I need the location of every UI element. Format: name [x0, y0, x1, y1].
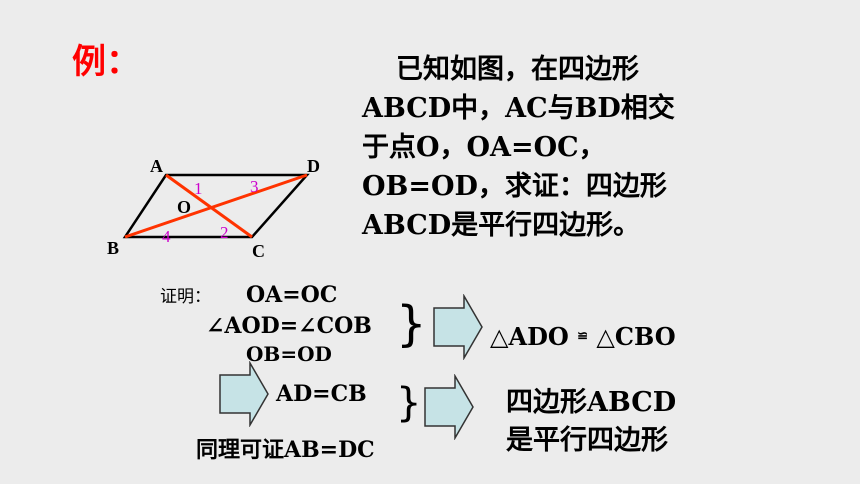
proof-label: 证明： — [160, 287, 211, 307]
problem-line: 已知如图，在四边形 — [396, 54, 639, 85]
angle-3: 3 — [250, 177, 259, 196]
congruent-symbol: ≌ — [577, 329, 589, 344]
right-brace: } — [396, 296, 427, 352]
vertex-a: A — [150, 156, 163, 176]
result-left: △ADO — [490, 322, 569, 351]
conclusion-line-1: 四边形ABCD — [506, 387, 677, 418]
right-arrow-icon — [433, 294, 483, 360]
example-label: 例： — [72, 42, 140, 82]
condition-oa-oc: OA=OC — [246, 282, 338, 308]
problem-statement: 已知如图，在四边形 ABCD中，AC与BD相交 于点O，OA=OC， OB=OD… — [362, 50, 732, 245]
condition-ab-dc: 同理可证AB=DC — [196, 437, 375, 463]
result-right: △CBO — [596, 322, 676, 351]
vertex-o: O — [177, 197, 191, 217]
condition-ob-od: OB=OD — [246, 342, 332, 366]
vertex-b: B — [107, 238, 119, 258]
condition-angle-aod-cob: ∠AOD=∠COB — [206, 313, 372, 339]
vertex-d: D — [307, 156, 320, 176]
problem-line: ABCD中，AC与BD相交 — [362, 93, 675, 124]
problem-line: ABCD是平行四边形。 — [362, 210, 641, 241]
result-congruent: △ADO ≌ △CBO — [490, 322, 676, 351]
angle-4: 4 — [162, 227, 171, 246]
angle-2: 2 — [220, 223, 229, 242]
problem-line: 于点O，OA=OC， — [362, 132, 606, 163]
parallelogram-figure: A D B C O 1 3 4 2 — [107, 156, 320, 261]
angle-1: 1 — [194, 179, 203, 198]
conclusion-line-2: 是平行四边形 — [506, 425, 668, 456]
condition-ad-cb: AD=CB — [276, 381, 367, 407]
problem-line: OB=OD，求证：四边形 — [362, 171, 667, 202]
diagonal-bd — [124, 173, 308, 239]
diagonal-ac — [165, 173, 253, 239]
vertex-c: C — [252, 241, 265, 261]
right-brace: } — [396, 380, 422, 426]
right-arrow-icon — [219, 361, 269, 427]
right-arrow-icon — [424, 374, 474, 440]
